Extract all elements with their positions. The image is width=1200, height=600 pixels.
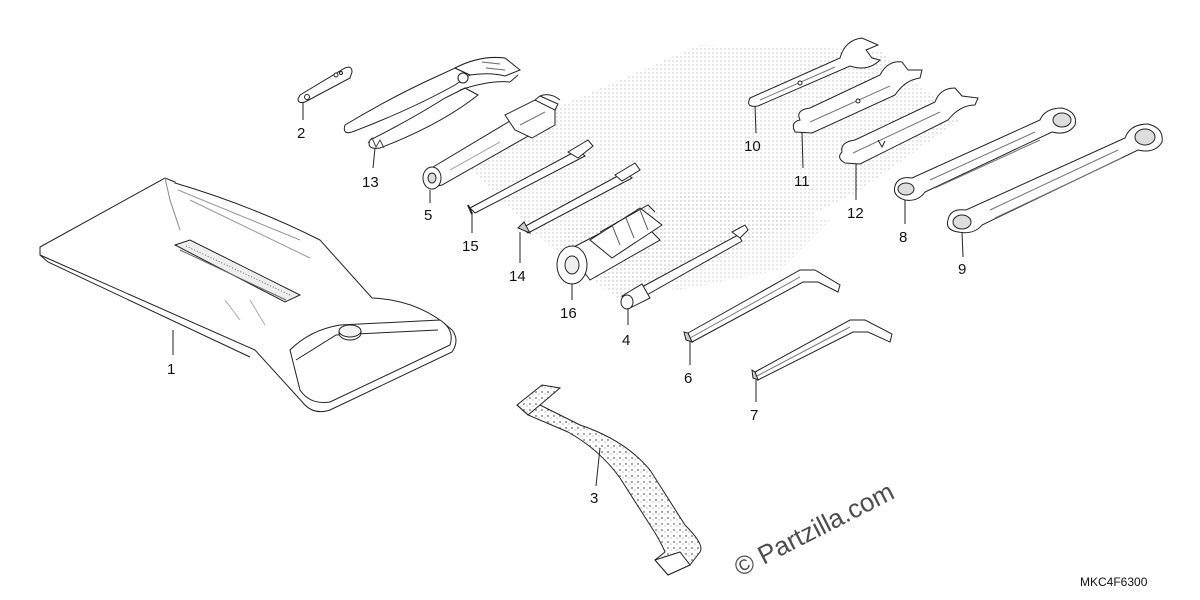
callout-13: 13 [362,174,379,191]
callout-16: 16 [560,305,577,322]
part-12-open-wrench [840,88,978,164]
part-6-hex-key-large [684,270,840,342]
part-10-open-wrench [749,38,880,106]
watermark: © Partzilla.com [729,476,899,582]
callout-3: 3 [590,490,598,507]
callout-11: 11 [794,173,810,190]
part-2-flat-tool [298,67,352,102]
callout-12: 12 [847,205,864,222]
part-14-phillips-bit [518,163,640,233]
part-4-screwdriver-shaft [621,225,748,309]
callout-10: 10 [744,138,761,155]
callout-6: 6 [684,370,692,387]
part-7-hex-key-small [752,320,892,380]
callout-1: 1 [167,361,175,378]
part-5-socket-extension [423,95,560,189]
part-9-box-wrench [947,124,1162,233]
callout-labels: 1 2 3 4 5 6 7 8 9 10 11 12 13 14 15 16 [167,125,966,507]
callout-8: 8 [899,229,907,246]
part-16-screwdriver-handle [557,205,662,284]
callout-9: 9 [958,261,966,278]
part-15-flat-bit [468,140,593,214]
part-3-strap [517,385,701,575]
part-1-tool-bag [40,178,456,412]
callout-2: 2 [297,125,305,142]
drawing-code: MKC4F6300 [1080,575,1148,589]
callout-14: 14 [509,268,526,285]
callout-15: 15 [462,238,479,255]
leader-lines [172,103,964,487]
part-11-open-wrench [793,62,922,133]
callout-4: 4 [622,332,630,349]
part-8-box-wrench [894,108,1075,200]
part-13-pliers [344,57,520,148]
callout-7: 7 [750,407,758,424]
callout-5: 5 [424,207,432,224]
